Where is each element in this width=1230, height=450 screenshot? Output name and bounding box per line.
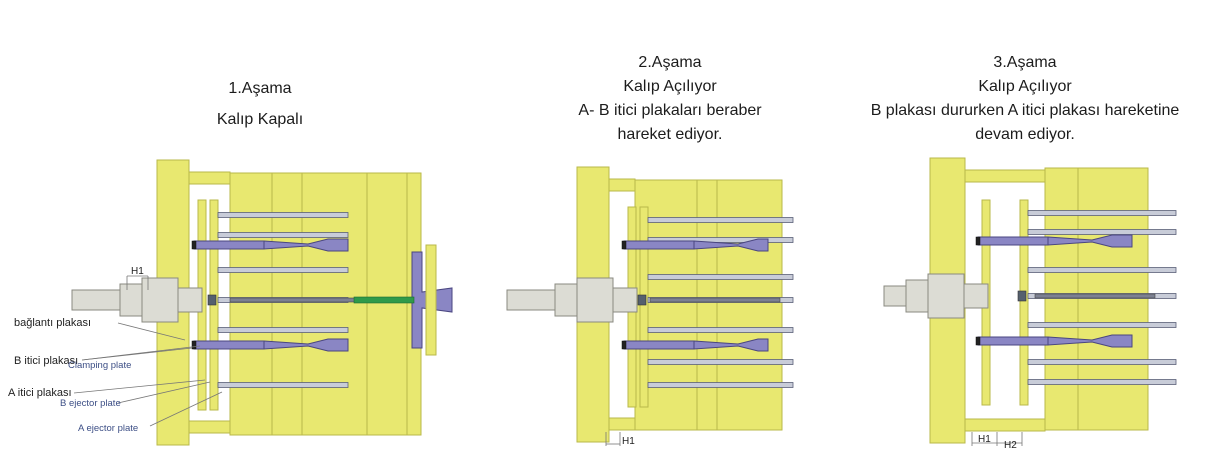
mold-plate-4 [366, 172, 408, 436]
ejector-pin-5 [647, 327, 794, 333]
stage-3-desc-1: B plakası dururken A itici plakası harek… [870, 102, 1180, 119]
housing-top-rail [188, 171, 231, 185]
ejector-pin-2 [1027, 229, 1177, 235]
ejector-sleeve-head-2 [975, 336, 981, 346]
stage-2-title: 2.Aşama [638, 54, 702, 71]
ejector-pin-1 [217, 212, 349, 218]
sprue-runner [353, 296, 415, 304]
ejector-sleeve-tip-2 [263, 338, 349, 352]
stage-1-subtitle: Kalıp Kapalı [216, 111, 304, 128]
leader-line [73, 379, 206, 394]
ejector-sleeve-1 [977, 236, 1049, 246]
dimension-marks: H1 H1 H1 H2 [126, 266, 1023, 450]
mold-plate-1 [1044, 167, 1079, 431]
label-clamping-plate: Clamping plate [68, 360, 131, 371]
ejector-boss [177, 287, 203, 313]
dim-h1-stage2: H1 [622, 436, 635, 447]
housing-bottom-rail [608, 417, 636, 431]
center-ejector-rod [649, 297, 781, 303]
leader-line [81, 345, 201, 361]
stage-2-desc-2: hareket ediyor. [617, 126, 723, 143]
stage-1-title: 1.Aşama [228, 80, 292, 97]
mold-stage-3 [883, 157, 1177, 444]
machine-ejector-rod [71, 289, 121, 311]
ejector-hub [141, 277, 179, 323]
mold-stage-2 [506, 166, 794, 443]
dim-h1-stage3: H1 [978, 434, 991, 445]
ejector-flange [119, 283, 143, 317]
leader-line [117, 322, 186, 341]
ejector-boss [612, 287, 638, 313]
ejector-sleeve-2 [193, 340, 265, 350]
housing-top-rail [964, 169, 1046, 183]
ejector-sleeve-tip-2 [693, 338, 769, 352]
a-ejector-plate [639, 206, 649, 408]
ejector-sleeve-tip-1 [263, 238, 349, 252]
ejector-pin-3 [647, 274, 794, 280]
stage-3-subtitle: Kalıp Açılıyor [978, 78, 1072, 95]
ejector-hub [927, 273, 965, 319]
leader-line [149, 391, 223, 427]
part-labels: bağlantı plakası B itici plakası A itici… [8, 317, 223, 434]
center-ejector-rod [1034, 293, 1156, 299]
center-ejector-rod [229, 297, 369, 303]
ejector-pin-5 [1027, 322, 1177, 328]
ejector-pin-7 [647, 382, 794, 388]
housing-bottom-rail [964, 418, 1046, 432]
ejector-flange [554, 283, 578, 317]
leader-line [117, 381, 211, 404]
ejector-pin-6 [217, 382, 349, 388]
mold-plate-2 [1077, 167, 1149, 431]
machine-ejector-rod [883, 285, 907, 307]
ejector-sleeve-1 [193, 240, 265, 250]
mold-stage-1 [71, 159, 453, 446]
rod-coupling [637, 294, 647, 306]
dim-h2-stage3: H2 [1004, 440, 1017, 450]
label-b-ejector-plate: B ejector plate [60, 398, 121, 409]
a-ejector-plate [1019, 199, 1029, 406]
ejector-pin-7 [1027, 379, 1177, 385]
ejector-boss [963, 283, 989, 309]
rod-coupling [1017, 290, 1027, 302]
ejector-pin-5 [217, 327, 349, 333]
ejector-sleeve-head-1 [621, 240, 627, 250]
housing-top-rail [608, 178, 636, 192]
ejector-sleeve-head-1 [975, 236, 981, 246]
stage-3-title: 3.Aşama [993, 54, 1057, 71]
label-baglanti-plakasi: bağlantı plakası [14, 317, 91, 329]
ejector-sleeve-tip-1 [693, 238, 769, 252]
ejector-sleeve-tip-1 [1047, 234, 1133, 248]
stage-2-subtitle: Kalıp Açılıyor [623, 78, 717, 95]
ejector-sleeve-head-2 [621, 340, 627, 350]
stage-3-desc-2: devam ediyor. [975, 126, 1075, 143]
dim-h1-stage1: H1 [131, 266, 144, 277]
ejector-sleeve-1 [623, 240, 695, 250]
ejector-sleeve-2 [977, 336, 1049, 346]
ejector-sleeve-head-2 [191, 340, 197, 350]
ejector-pin-1 [647, 217, 794, 223]
stage-3-caption: 3.Aşama Kalıp Açılıyor B plakası dururke… [830, 51, 1220, 147]
ejector-hub [576, 277, 614, 323]
label-a-itici-plakasi: A itici plakası [8, 387, 72, 399]
ejector-pin-3 [1027, 267, 1177, 273]
label-a-ejector-plate: A ejector plate [78, 423, 138, 434]
housing-bottom-rail [188, 420, 231, 434]
ejector-flange [905, 279, 929, 313]
machine-ejector-rod [506, 289, 556, 311]
stage-2-caption: 2.Aşama Kalıp Açılıyor A- B itici plakal… [520, 51, 820, 147]
ejector-sleeve-tip-2 [1047, 334, 1133, 348]
locating-ring [425, 244, 437, 356]
stage-2-desc-1: A- B itici plakaları beraber [578, 102, 762, 119]
label-b-itici-plakasi: B itici plakası [14, 355, 78, 367]
ejector-pin-3 [217, 267, 349, 273]
ejector-pin-2 [217, 232, 349, 238]
stage-1-caption: 1.Aşama Kalıp Kapalı [160, 73, 360, 135]
ejector-pin-6 [1027, 359, 1177, 365]
ejector-pin-1 [1027, 210, 1177, 216]
rod-coupling [207, 294, 217, 306]
ejector-sleeve-head-1 [191, 240, 197, 250]
ejector-pin-6 [647, 359, 794, 365]
ejector-sleeve-2 [623, 340, 695, 350]
